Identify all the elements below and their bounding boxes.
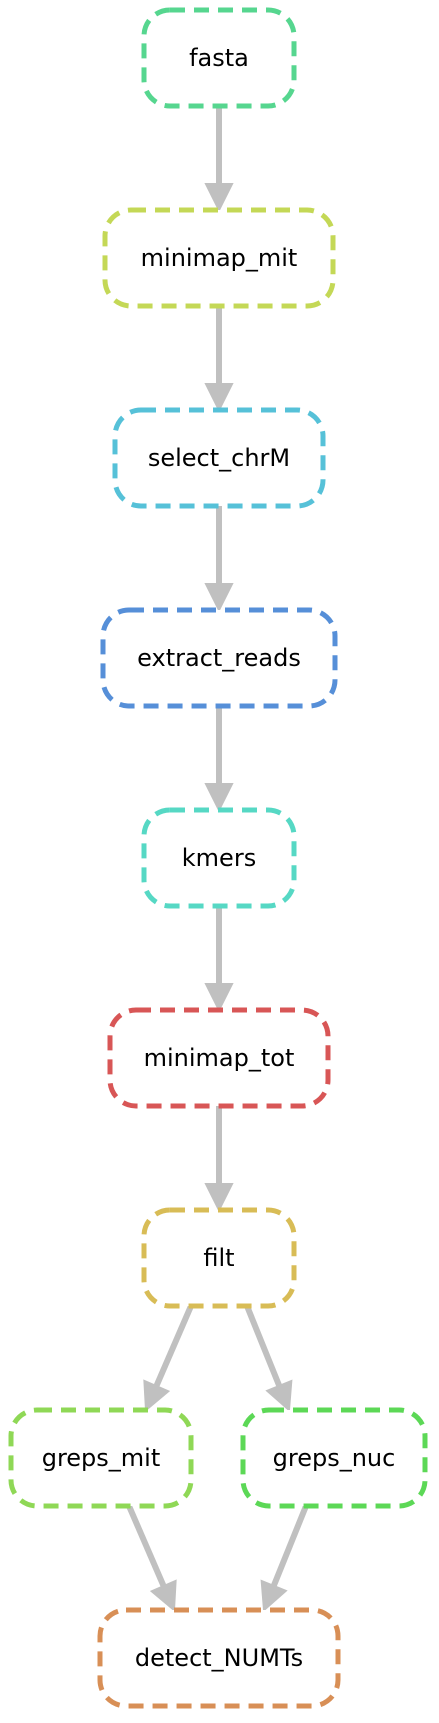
node-greps_mit: greps_mit [8,1407,194,1509]
node-box-minimap_tot [107,1007,331,1109]
node-detect_NUMTs: detect_NUMTs [97,1607,341,1709]
node-label-greps_nuc: greps_nuc [273,1444,396,1472]
arrowhead-greps_mit-to-detect_NUMTs [149,1579,177,1613]
arrowhead-filt-to-greps_mit [143,1379,171,1413]
node-fasta: fasta [141,7,297,109]
arrowhead-greps_nuc-to-detect_NUMTs [260,1579,288,1613]
node-label-filt: filt [203,1244,234,1272]
node-label-fasta: fasta [189,44,249,72]
node-label-minimap_mit: minimap_mit [141,244,298,272]
node-minimap_tot: minimap_tot [107,1007,331,1109]
edge-filt-to-greps_nuc [244,1304,283,1388]
node-select_chrM: select_chrM [112,407,326,509]
node-label-extract_reads: extract_reads [137,644,301,672]
edges-layer [126,106,309,1613]
arrowhead-minimap_mit-to-select_chrM [204,383,234,413]
arrowhead-filt-to-greps_nuc [265,1379,293,1413]
node-box-filt [141,1207,297,1309]
node-extract_reads: extract_reads [100,607,338,709]
edge-greps_mit-to-detect_NUMTs [126,1504,167,1588]
arrowhead-extract_reads-to-kmers [204,783,234,813]
arrowhead-minimap_tot-to-filt [204,1183,234,1213]
node-box-select_chrM [112,407,326,509]
node-filt: filt [141,1207,297,1309]
node-box-minimap_mit [102,207,336,309]
node-label-detect_NUMTs: detect_NUMTs [135,1644,303,1672]
node-minimap_mit: minimap_mit [102,207,336,309]
node-box-detect_NUMTs [97,1607,341,1709]
node-box-greps_mit [8,1407,194,1509]
edge-filt-to-greps_mit [153,1304,194,1388]
node-box-greps_nuc [240,1407,428,1509]
edge-greps_nuc-to-detect_NUMTs [270,1504,309,1588]
node-label-greps_mit: greps_mit [42,1444,161,1472]
node-label-minimap_tot: minimap_tot [144,1044,295,1072]
node-box-extract_reads [100,607,338,709]
node-label-kmers: kmers [182,844,256,872]
node-kmers: kmers [141,807,297,909]
node-box-fasta [141,7,297,109]
node-label-select_chrM: select_chrM [148,444,290,472]
node-box-kmers [141,807,297,909]
arrowhead-fasta-to-minimap_mit [204,183,234,213]
arrowhead-select_chrM-to-extract_reads [204,583,234,613]
nodes-layer: fasta minimap_mit select_chrM extract_reads… [8,7,428,1709]
arrowhead-kmers-to-minimap_tot [204,983,234,1013]
node-greps_nuc: greps_nuc [240,1407,428,1509]
